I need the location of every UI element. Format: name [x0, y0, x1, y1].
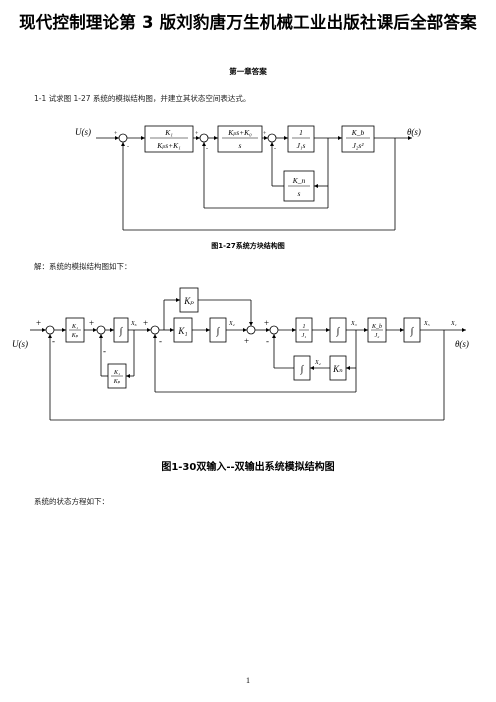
fb-gain-denominator: Kₚ — [113, 379, 121, 385]
state-x1-label: X₁ — [450, 321, 457, 327]
integrator-block: ∫ — [119, 326, 124, 337]
chapter-subtitle: 第一章答案 — [229, 67, 267, 76]
gain-kb-j2-numerator: K_b — [371, 324, 382, 330]
figure-1-27-block-diagram: U(s) θ(s) + - + - + - K₁ Kₚs+K₁ Kₚs+K₀ s… — [75, 125, 421, 231]
integrator-block: ∫ — [300, 364, 305, 375]
fig1-plus-sign: + — [195, 131, 199, 137]
fig2-minus-sign: - — [266, 336, 269, 346]
fig2-output-label: θ(s) — [455, 339, 469, 349]
solution-intro: 解：系统的模拟结构图如下： — [34, 262, 132, 271]
gain-1-j1-numerator: 1 — [303, 324, 306, 330]
figure-1-30-simulation-diagram: U(s) θ(s) + - + - + - + + - K₁ Kₚ K₁ Kₚ … — [12, 287, 469, 421]
fig2-minus-sign: - — [103, 346, 106, 356]
feedback-block-numerator: K_n — [292, 176, 306, 185]
integrator-block: ∫ — [410, 326, 415, 337]
fig2-input-label: U(s) — [12, 339, 28, 349]
fig2-plus-sign: + — [244, 336, 249, 346]
fig1-output-label: θ(s) — [407, 127, 421, 137]
block2-denominator: s — [239, 141, 242, 150]
gain-kp-block: Kₚ — [183, 296, 194, 306]
block3-denominator: J₁s — [297, 141, 306, 150]
fig1-minus-sign: - — [274, 146, 276, 152]
state-equation-intro: 系统的状态方程如下： — [34, 497, 109, 506]
page-title: 现代控制理论第 3 版刘豹唐万生机械工业出版社课后全部答案 — [19, 13, 477, 32]
fig1-minus-sign: - — [206, 146, 208, 152]
gain-k1-kp-numerator: K₁ — [71, 324, 78, 330]
figure-1-27-caption: 图1-27系统方块结构图 — [211, 242, 285, 250]
state-x5-label: X₅ — [423, 321, 430, 327]
block2-numerator: Kₚs+K₀ — [227, 128, 252, 137]
state-x2-label: X₂ — [228, 321, 235, 327]
fig2-plus-sign: + — [36, 318, 41, 328]
fig2-minus-sign: - — [159, 336, 162, 346]
block4-denominator: J₂s² — [352, 141, 364, 150]
fig1-minus-sign: - — [127, 144, 129, 150]
gain-kb-j2-denominator: J₂ — [375, 333, 380, 339]
fig2-plus-sign: + — [264, 318, 269, 328]
gain-k1-kp-denominator: Kₚ — [71, 333, 79, 339]
integrator-block: ∫ — [336, 326, 341, 337]
problem-statement: 1-1 试求图 1-27 系统的模拟结构图，并建立其状态空间表达式。 — [34, 94, 251, 103]
fig1-plus-sign: + — [114, 131, 118, 137]
fig1-plus-sign: + — [263, 131, 267, 137]
page-number: 1 — [246, 676, 250, 685]
fig2-minus-sign: - — [52, 336, 55, 346]
gain-k1-block: K₁ — [177, 326, 187, 336]
block1-numerator: K₁ — [164, 128, 173, 137]
state-x4-label: X₄ — [314, 360, 321, 366]
block3-numerator: 1 — [299, 128, 303, 137]
fig1-input-label: U(s) — [75, 127, 91, 137]
state-x3-label: X₃ — [350, 321, 357, 327]
state-x6-label: X₆ — [130, 321, 137, 327]
integrator-block: ∫ — [216, 326, 221, 337]
fig2-plus-sign: + — [143, 318, 148, 328]
block1-denominator: Kₚs+K₁ — [156, 141, 181, 150]
fig2-plus-sign: + — [89, 318, 94, 328]
feedback-block-denominator: s — [298, 189, 301, 198]
figure-1-30-caption: 图1-30双输入--双输出系统模拟结构图 — [161, 462, 335, 473]
fb-gain-numerator: K₁ — [113, 370, 120, 376]
block4-numerator: K_b — [351, 128, 365, 137]
gain-1-j1-denominator: J₁ — [302, 333, 307, 339]
gain-kn-block: Kₙ — [332, 364, 343, 374]
